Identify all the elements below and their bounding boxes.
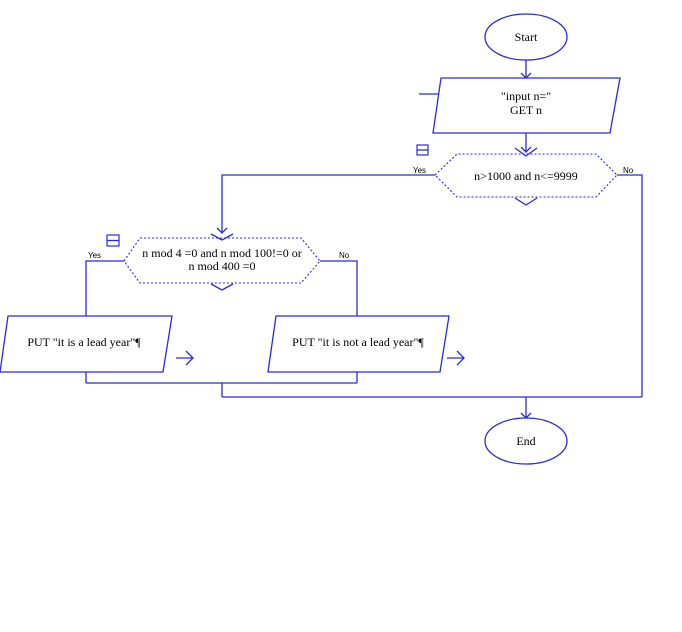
connector-decision2-no bbox=[320, 260, 358, 316]
connector-decision1-no bbox=[617, 174, 643, 397]
decision1-node[interactable]: n>1000 and n<=9999 bbox=[434, 147, 618, 206]
arrowhead-decision2 bbox=[216, 227, 228, 234]
connector-decision2-yes bbox=[85, 260, 124, 316]
connector-decision1-yes bbox=[221, 174, 435, 233]
output-no-node[interactable]: PUT "it is not a lead year"¶ bbox=[267, 315, 450, 373]
end-label: End bbox=[516, 434, 535, 448]
decision2-condition-line2: n mod 400 =0 bbox=[188, 259, 255, 273]
input-node[interactable]: "input n=" GET n bbox=[432, 77, 621, 134]
decision2-top-chevron bbox=[210, 233, 234, 241]
input-line1: "input n=" bbox=[501, 89, 551, 103]
input-line2: GET n bbox=[510, 103, 542, 117]
output-no-arrow bbox=[447, 350, 465, 366]
output-yes-arrow bbox=[176, 350, 194, 366]
decision1-bottom-chevron bbox=[514, 197, 538, 206]
decision2-yes-label: Yes bbox=[88, 251, 101, 260]
arrowhead-decision1 bbox=[520, 146, 532, 153]
end-terminal[interactable]: End bbox=[484, 417, 568, 465]
decision2-bottom-chevron bbox=[210, 283, 234, 291]
decision2-no-label: No bbox=[339, 251, 350, 260]
start-terminal[interactable]: Start bbox=[484, 13, 568, 61]
decision2-collapse-icon[interactable] bbox=[106, 234, 120, 247]
decision2-node[interactable]: n mod 4 =0 and n mod 100!=0 or n mod 400… bbox=[123, 233, 321, 291]
output-no-text: PUT "it is not a lead year"¶ bbox=[292, 335, 424, 349]
decision2-condition-line1: n mod 4 =0 and n mod 100!=0 or bbox=[142, 246, 302, 260]
decision1-top-chevron bbox=[514, 147, 538, 157]
output-yes-node[interactable]: PUT "it is a lead year"¶ bbox=[0, 315, 173, 373]
decision1-no-label: No bbox=[623, 166, 634, 175]
start-label: Start bbox=[515, 30, 538, 44]
output-yes-text: PUT "it is a lead year"¶ bbox=[27, 335, 141, 349]
connectors bbox=[85, 60, 643, 418]
decision1-collapse-icon[interactable] bbox=[416, 144, 429, 156]
decision1-yes-label: Yes bbox=[413, 166, 426, 175]
decision1-condition: n>1000 and n<=9999 bbox=[474, 169, 578, 183]
